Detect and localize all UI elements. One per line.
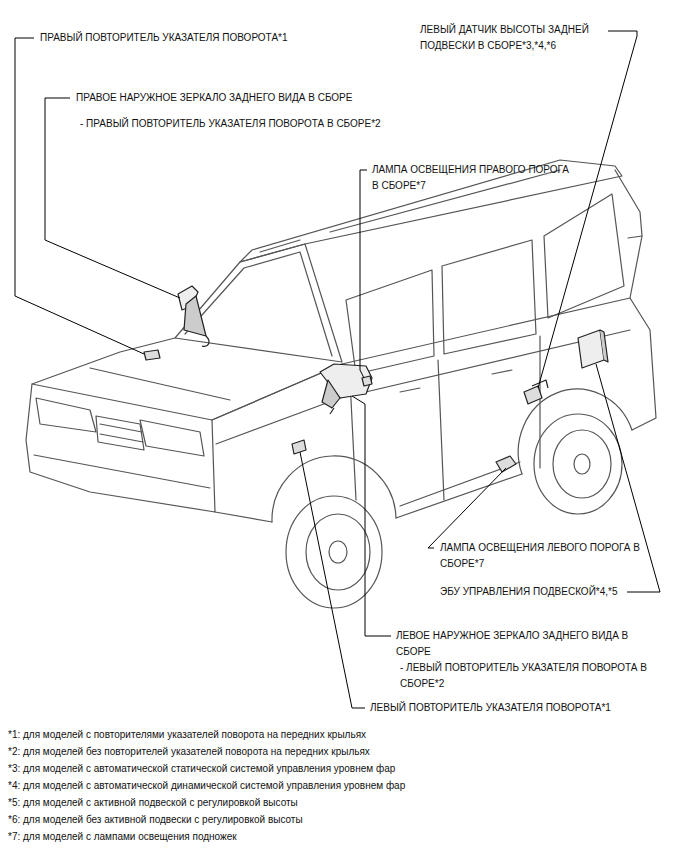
part-label: ЭБУ УПРАВЛЕНИЯ ПОДВЕСКОЙ*4,*5 (440, 584, 618, 600)
part-label: ПРАВОЕ НАРУЖНОЕ ЗЕРКАЛО ЗАДНЕГО ВИДА В С… (76, 90, 352, 106)
wheels (286, 414, 622, 608)
footnote: *5: для моделей с активной подвеской с р… (8, 796, 298, 810)
footnote: *4: для моделей с автоматической динамич… (8, 779, 405, 793)
footnote: *3: для моделей с автоматической статиче… (8, 762, 395, 776)
footnote: *1: для моделей с повторителями указател… (8, 728, 366, 742)
components (144, 286, 608, 472)
part-label: ЛАМПА ОСВЕЩЕНИЯ ПРАВОГО ПОРОГА В СБОРЕ*7 (372, 162, 577, 194)
part-label: ЛАМПА ОСВЕЩЕНИЯ ЛЕВОГО ПОРОГА В СБОРЕ*7 (440, 540, 640, 572)
vehicle-outline (26, 160, 656, 522)
part-label: ЛЕВЫЙ ДАТЧИК ВЫСОТЫ ЗАДНЕЙ ПОДВЕСКИ В СБ… (420, 22, 625, 54)
footnote: *2: для моделей без повторителей указате… (8, 745, 370, 759)
part-sublabel: - ЛЕВЫЙ ПОВТОРИТЕЛЬ УКАЗАТЕЛЯ ПОВОРОТА В… (400, 660, 662, 692)
footnote: *7: для моделей с лампами освещения подн… (8, 830, 237, 844)
footnote: *6: для моделей без активной подвески с … (8, 813, 303, 827)
part-label: ЛЕВОЕ НАРУЖНОЕ ЗЕРКАЛО ЗАДНЕГО ВИДА В СБ… (396, 628, 652, 660)
part-sublabel: - ПРАВЫЙ ПОВТОРИТЕЛЬ УКАЗАТЕЛЯ ПОВОРОТА … (80, 116, 381, 132)
part-label: ПРАВЫЙ ПОВТОРИТЕЛЬ УКАЗАТЕЛЯ ПОВОРОТА*1 (40, 30, 288, 46)
part-label: ЛЕВЫЙ ПОВТОРИТЕЛЬ УКАЗАТЕЛЯ ПОВОРОТА*1 (370, 700, 611, 716)
leader-lines (15, 31, 660, 708)
